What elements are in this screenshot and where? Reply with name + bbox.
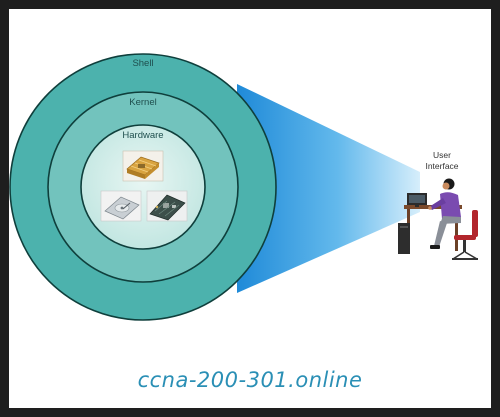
user-interface-label-line1: User — [433, 150, 451, 160]
motherboard-icon — [146, 190, 188, 222]
computer-user-icon — [398, 178, 478, 260]
projection-beam — [237, 84, 420, 293]
user-interface-label-line2: Interface — [425, 161, 458, 171]
hardware-label: Hardware — [122, 130, 163, 141]
site-watermark: ccna-200-301.online — [137, 368, 363, 392]
os-layers-diagram: Shell Kernel Hardware — [9, 53, 478, 321]
shell-label: Shell — [132, 58, 153, 69]
diagram-frame: Shell Kernel Hardware — [9, 9, 491, 408]
hardware-core — [80, 124, 206, 250]
hard-drive-icon — [100, 190, 142, 222]
cpu-processor-icon — [122, 150, 164, 182]
kernel-label: Kernel — [129, 97, 156, 108]
